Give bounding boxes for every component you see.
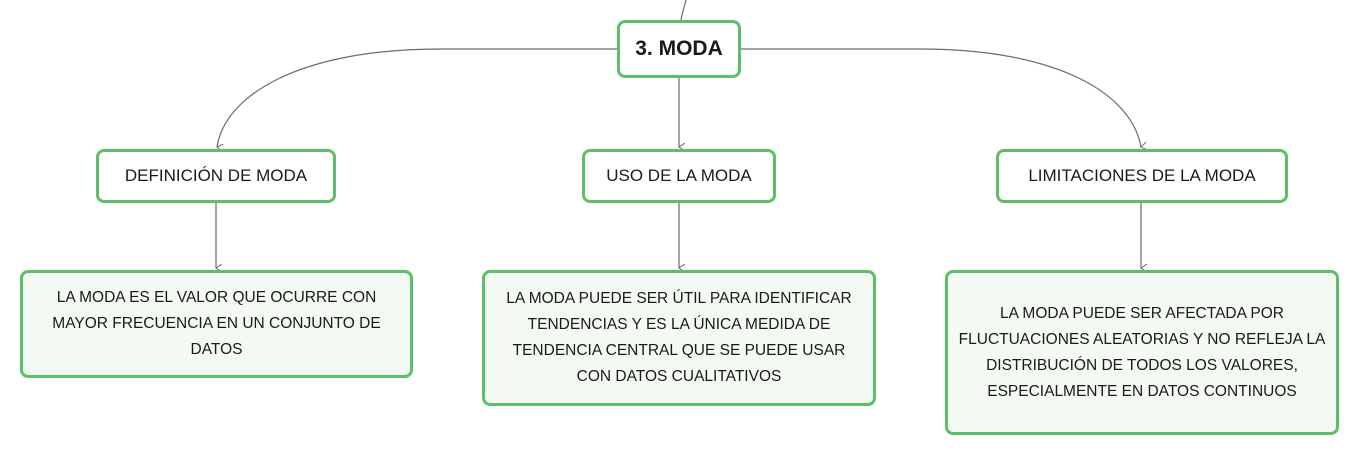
subtopic-text: LA MODA ES EL VALOR QUE OCURRE CON MAYOR… (52, 289, 381, 358)
root-topic[interactable]: 3. MODA (617, 20, 741, 78)
connector-root-to-limitaciones (741, 48, 1141, 147)
root-topic-label: 3. MODA (635, 37, 723, 60)
subtopic-text: LA MODA PUEDE SER ÚTIL PARA IDENTIFICAR … (506, 290, 852, 385)
topic-label: LIMITACIONES DE LA MODA (1028, 166, 1256, 185)
topic-label: DEFINICIÓN DE MODA (124, 166, 308, 185)
subtopic-definicion-detail[interactable]: LA MODA ES EL VALOR QUE OCURRE CON MAYOR… (20, 270, 413, 378)
subtopic-limitaciones-detail[interactable]: LA MODA PUEDE SER AFECTADA POR FLUCTUACI… (945, 270, 1339, 435)
subtopic-text: LA MODA PUEDE SER AFECTADA POR FLUCTUACI… (958, 304, 1326, 400)
parent-connector (680, 0, 687, 21)
topic-uso-de-la-moda[interactable]: USO DE LA MODA (582, 149, 776, 203)
topic-definicion-de-moda[interactable]: DEFINICIÓN DE MODA (96, 149, 336, 203)
topic-limitaciones-de-la-moda[interactable]: LIMITACIONES DE LA MODA (996, 149, 1288, 203)
topic-label: USO DE LA MODA (606, 166, 752, 185)
connector-root-to-definicion (217, 48, 617, 147)
subtopic-uso-detail[interactable]: LA MODA PUEDE SER ÚTIL PARA IDENTIFICAR … (482, 270, 876, 406)
